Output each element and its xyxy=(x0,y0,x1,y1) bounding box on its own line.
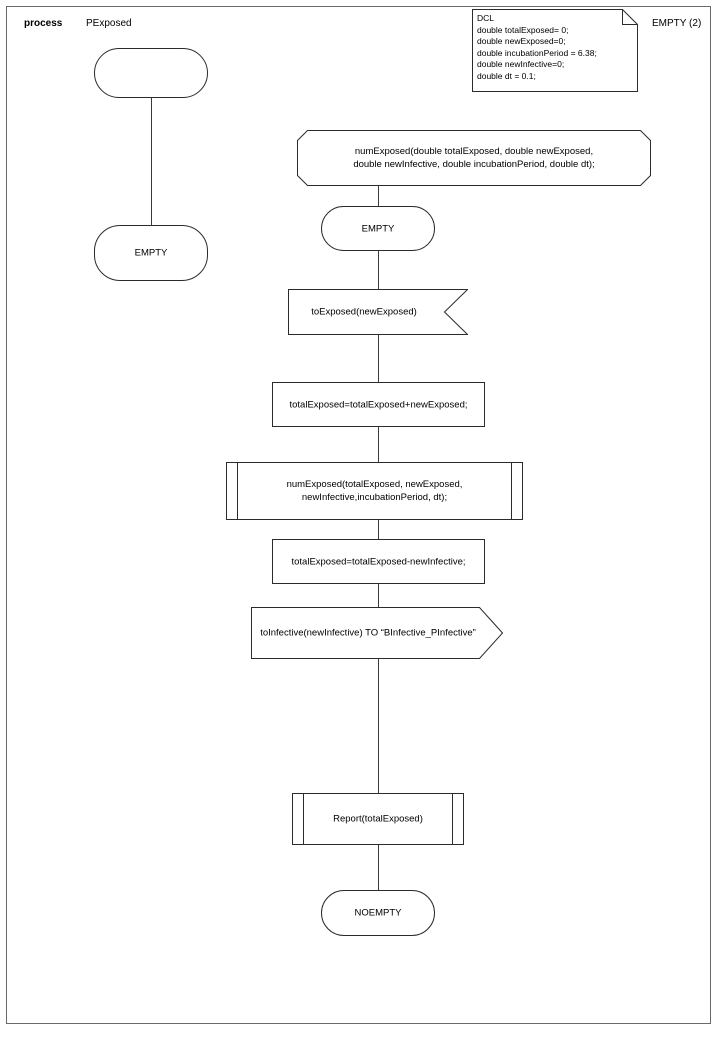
connector-header-to-empty xyxy=(378,186,379,206)
connector-empty-to-input xyxy=(378,251,379,289)
task-sub-infective-label: totalExposed=totalExposed-newInfective; xyxy=(291,556,466,567)
connector-task2-to-output xyxy=(378,584,379,607)
call-report-node[interactable]: Report(totalExposed) xyxy=(292,793,464,845)
dcl-note-outline xyxy=(472,9,638,92)
task-add-exposed-label: totalExposed=totalExposed+newExposed; xyxy=(289,399,468,410)
dcl-note-text: DCL double totalExposed= 0; double newEx… xyxy=(477,13,597,81)
procedure-header-text: numExposed(double totalExposed, double n… xyxy=(353,146,595,170)
call-report-label: Report(totalExposed) xyxy=(333,813,423,825)
input-to-exposed-node[interactable]: toExposed(newExposed) xyxy=(288,289,468,335)
connector-call-to-task2 xyxy=(378,520,379,539)
call-num-exposed-node[interactable]: numExposed(totalExposed, newExposed, new… xyxy=(226,462,523,520)
task-sub-infective-node[interactable]: totalExposed=totalExposed-newInfective; xyxy=(272,539,485,584)
noempty-state-node[interactable]: NOEMPTY xyxy=(321,890,435,936)
process-name-label: PExposed xyxy=(86,18,132,29)
empty-state-main-label: EMPTY xyxy=(361,223,395,234)
noempty-state-label: NOEMPTY xyxy=(354,907,402,919)
connector-report-to-noempty xyxy=(378,845,379,890)
empty-state-left-node[interactable]: EMPTY xyxy=(94,225,208,281)
connector-start-to-empty xyxy=(151,98,152,225)
output-to-infective-label: toInfective(newInfective) TO “BInfective… xyxy=(260,627,476,639)
report-call-bar-left xyxy=(303,794,304,844)
input-to-exposed-label: toExposed(newExposed) xyxy=(311,306,417,318)
connector-output-to-report xyxy=(378,659,379,793)
output-shape-outline xyxy=(251,607,503,659)
start-state-node[interactable] xyxy=(94,48,208,98)
empty-state-main-node[interactable]: EMPTY xyxy=(321,206,435,251)
connector-input-to-task1 xyxy=(378,335,379,382)
output-to-infective-node[interactable]: toInfective(newInfective) TO “BInfective… xyxy=(251,607,503,659)
procedure-header-outline xyxy=(297,130,651,186)
dcl-note-box: DCL double totalExposed= 0; double newEx… xyxy=(472,9,638,92)
input-shape-outline xyxy=(288,289,468,335)
proc-call-bar-left xyxy=(237,463,238,519)
procedure-header-node[interactable]: numExposed(double totalExposed, double n… xyxy=(297,130,651,186)
call-num-exposed-label: numExposed(totalExposed, newExposed, new… xyxy=(286,479,463,503)
report-call-bar-right xyxy=(452,794,453,844)
proc-call-bar-right xyxy=(511,463,512,519)
process-keyword-label: process xyxy=(24,18,63,29)
connector-task1-to-call xyxy=(378,427,379,462)
page-count-label: EMPTY (2) xyxy=(652,18,702,29)
empty-state-left-label: EMPTY xyxy=(134,247,168,259)
task-add-exposed-node[interactable]: totalExposed=totalExposed+newExposed; xyxy=(272,382,485,427)
